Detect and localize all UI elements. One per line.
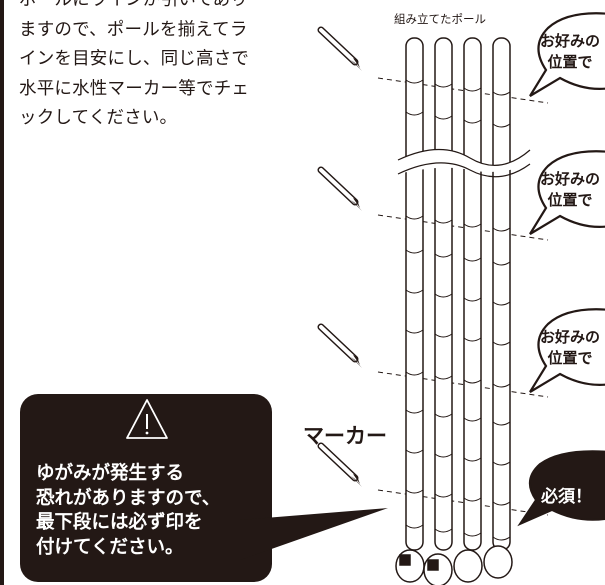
instruction-text: ポールにラインが引いてあり ますので、ポールを揃えてラ インを目安にし、同じ高さ…: [19, 0, 304, 134]
marker-pen-icon: [321, 170, 362, 211]
required-label: 必須！: [541, 487, 592, 507]
left-border: [0, 0, 4, 585]
position-bubble-shapes: [529, 12, 605, 393]
instruction-line: ックしてください。: [19, 108, 178, 128]
position-bubble-line: 位置で: [547, 53, 593, 71]
warning-line: 付けてください。: [36, 536, 184, 558]
position-bubble-line: お好みの: [540, 328, 601, 346]
instruction-line: ポールにラインが引いてあり: [19, 0, 249, 10]
position-bubble: お好みの 位置で: [540, 31, 600, 73]
position-bubble-line: お好みの: [540, 32, 601, 50]
break-marks: [397, 148, 531, 178]
warning-line: ゆがみが発生する: [36, 463, 185, 484]
marker-pen-icon: [321, 446, 362, 487]
casters: [395, 545, 513, 585]
warning-triangle-icon: [126, 399, 168, 439]
warning-text: ゆがみが発生する 恐れがありますので、 最下段には必ず印を 付けてください。: [36, 462, 276, 560]
warning-line: 恐れがありますので、: [36, 487, 221, 509]
marker-pen-icon: [321, 30, 362, 71]
required-bubble-shape: [517, 450, 605, 527]
instruction-line: 水平に水性マーカー等でチェ: [19, 78, 250, 99]
marker-label: マーカー: [303, 424, 387, 448]
pole-groove-marks: [405, 79, 511, 541]
poles-caption: 組み立てたポール: [394, 12, 486, 26]
position-bubble: お好みの 位置で: [540, 169, 600, 211]
level-lines: [377, 77, 549, 516]
position-bubble-line: お好みの: [540, 170, 601, 188]
position-bubble-line: 位置で: [547, 191, 593, 209]
position-bubble-line: 位置で: [547, 349, 593, 367]
warning-box: [20, 394, 388, 582]
instruction-line: インを目安にし、同じ高さで: [19, 49, 250, 69]
warning-line: 最下段には必ず印を: [36, 512, 203, 533]
instruction-line: ますので、ポールを揃えてラ: [19, 19, 248, 40]
position-bubble: お好みの 位置で: [540, 327, 600, 369]
poles: [405, 37, 511, 551]
marker-pen-icon: [321, 327, 362, 368]
